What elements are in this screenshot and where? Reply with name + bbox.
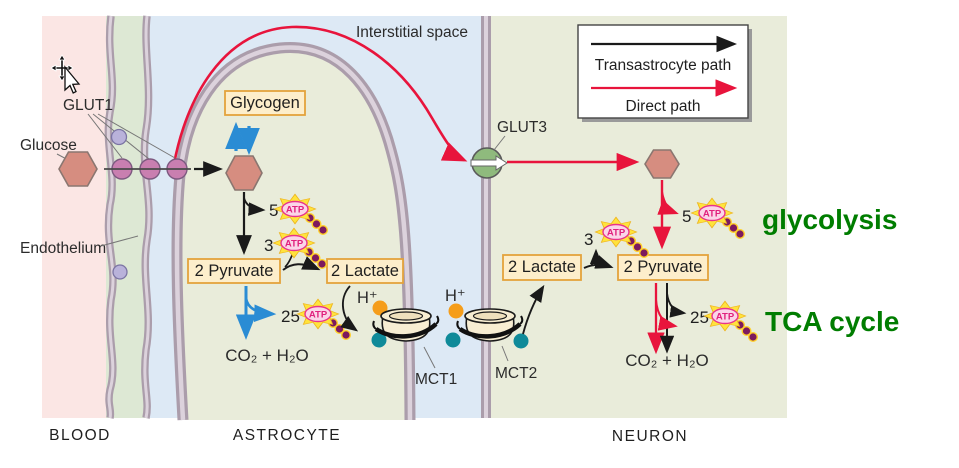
neuron-region-label: NEURON — [612, 428, 688, 445]
mct2-pointer-line — [501, 345, 509, 362]
h-plus-label-astrocyte: H⁺ — [357, 289, 378, 307]
glut1-label: GLUT1 — [63, 97, 113, 114]
lactate-import-arrow — [522, 284, 545, 335]
proton-dot — [372, 300, 388, 316]
move-cursor — [50, 54, 81, 94]
lactate-label-astrocyte: 2 Lactate — [331, 262, 399, 280]
atp-icon: ATP — [594, 216, 649, 258]
glycogen-exchange-arrows — [225, 121, 260, 156]
legend-transastrocyte-label: Transastrocyte path — [595, 57, 731, 74]
h-plus-label-interstitial: H⁺ — [445, 287, 466, 305]
svg-text:ATP: ATP — [286, 204, 305, 215]
glucose-label: Glucose — [20, 137, 77, 154]
lactate-box-astrocyte: 2 Lactate — [326, 258, 404, 284]
legend-direct-label: Direct path — [626, 98, 701, 115]
co2-h2o-label-astrocyte: CO₂ + H₂O — [225, 346, 309, 365]
atp-count-astrocyte-glycolysis: 5 — [269, 201, 278, 220]
pyruvate-box-neuron: 2 Pyruvate — [617, 254, 709, 281]
atp-count-astrocyte-glycogenolysis: 3 — [264, 236, 273, 255]
glut1-vesicle — [112, 264, 128, 280]
co2-h2o-label-neuron: CO₂ + H₂O — [625, 351, 709, 370]
lactate-to-pyruvate-arrow — [583, 255, 614, 269]
legend-box: Transastrocyte path Direct path — [577, 24, 752, 122]
mct1-pointer-line — [423, 346, 436, 369]
glut3-label: GLUT3 — [497, 119, 547, 136]
astrocyte-region-label: ASTROCYTE — [233, 427, 341, 444]
atp-icon: ATP — [272, 227, 327, 269]
lactate-dot — [445, 332, 461, 348]
glycogen-box: Glycogen — [224, 90, 306, 116]
atp-icon: ATP — [690, 197, 745, 240]
pyruvate-to-lactate-arrow — [282, 256, 321, 271]
mct2-label: MCT2 — [495, 365, 537, 382]
astrocyte-glucose-hexagon — [225, 155, 263, 191]
cursor-pointer-arrow — [64, 65, 81, 94]
svg-text:ATP: ATP — [285, 238, 304, 249]
atp-count-astrocyte-oxidative: 25 — [281, 307, 300, 326]
endothelium-pointer-line — [100, 235, 139, 247]
neuron-glucose-hexagon — [644, 149, 680, 179]
endothelium-membranes — [104, 15, 153, 419]
pyruvate-box-astrocyte: 2 Pyruvate — [187, 258, 281, 284]
atp-count-neuron-glycolysis: 5 — [682, 207, 691, 226]
endothelium-label: Endothelium — [20, 240, 106, 257]
svg-text:ATP: ATP — [703, 208, 722, 219]
proton-dot — [448, 303, 464, 319]
glut3-channel-arrow — [470, 155, 508, 171]
glycolysis-label: glycolysis — [762, 204, 897, 235]
blood-region — [42, 16, 112, 418]
mct1-label: MCT1 — [415, 371, 457, 388]
blood-region-label: BLOOD — [49, 427, 111, 444]
glut1-transporters — [104, 158, 191, 180]
atp-count-neuron-lactate-entry: 3 — [584, 230, 593, 249]
pyruvate-label-astrocyte: 2 Pyruvate — [195, 262, 274, 280]
lactate-dot — [371, 332, 387, 348]
svg-text:ATP: ATP — [309, 309, 328, 320]
tca-arrows-astrocyte — [235, 286, 277, 340]
direct-path-curve — [172, 25, 468, 165]
svg-text:ATP: ATP — [607, 227, 626, 238]
glut3-pointer-line — [493, 135, 506, 151]
lactate-box-neuron: 2 Lactate — [502, 254, 582, 281]
atp-icon: ATP — [296, 298, 351, 340]
glut1-vesicle — [110, 128, 128, 146]
lactate-dot — [513, 333, 529, 349]
glucose-hexagon — [58, 151, 98, 187]
tca-cycle-label: TCA cycle — [765, 306, 899, 337]
atp-icon: ATP — [703, 300, 758, 342]
lactate-export-arrow — [340, 285, 359, 332]
atp-icon: ATP — [273, 193, 328, 236]
pyruvate-label-neuron: 2 Pyruvate — [624, 258, 703, 276]
atp-count-neuron-oxidative: 25 — [690, 308, 709, 327]
svg-text:ATP: ATP — [716, 311, 735, 322]
lactate-atp-branch-neuron — [589, 248, 603, 267]
interstitial-space-label: Interstitial space — [356, 24, 468, 41]
glycogen-label: Glycogen — [230, 94, 300, 112]
neuron-glycolysis-atp-branch — [657, 191, 679, 215]
lactate-label-neuron: 2 Lactate — [508, 258, 576, 276]
tca-arrows-neuron — [647, 283, 687, 355]
astrocyte-glycolysis-atp-branch — [243, 197, 266, 216]
